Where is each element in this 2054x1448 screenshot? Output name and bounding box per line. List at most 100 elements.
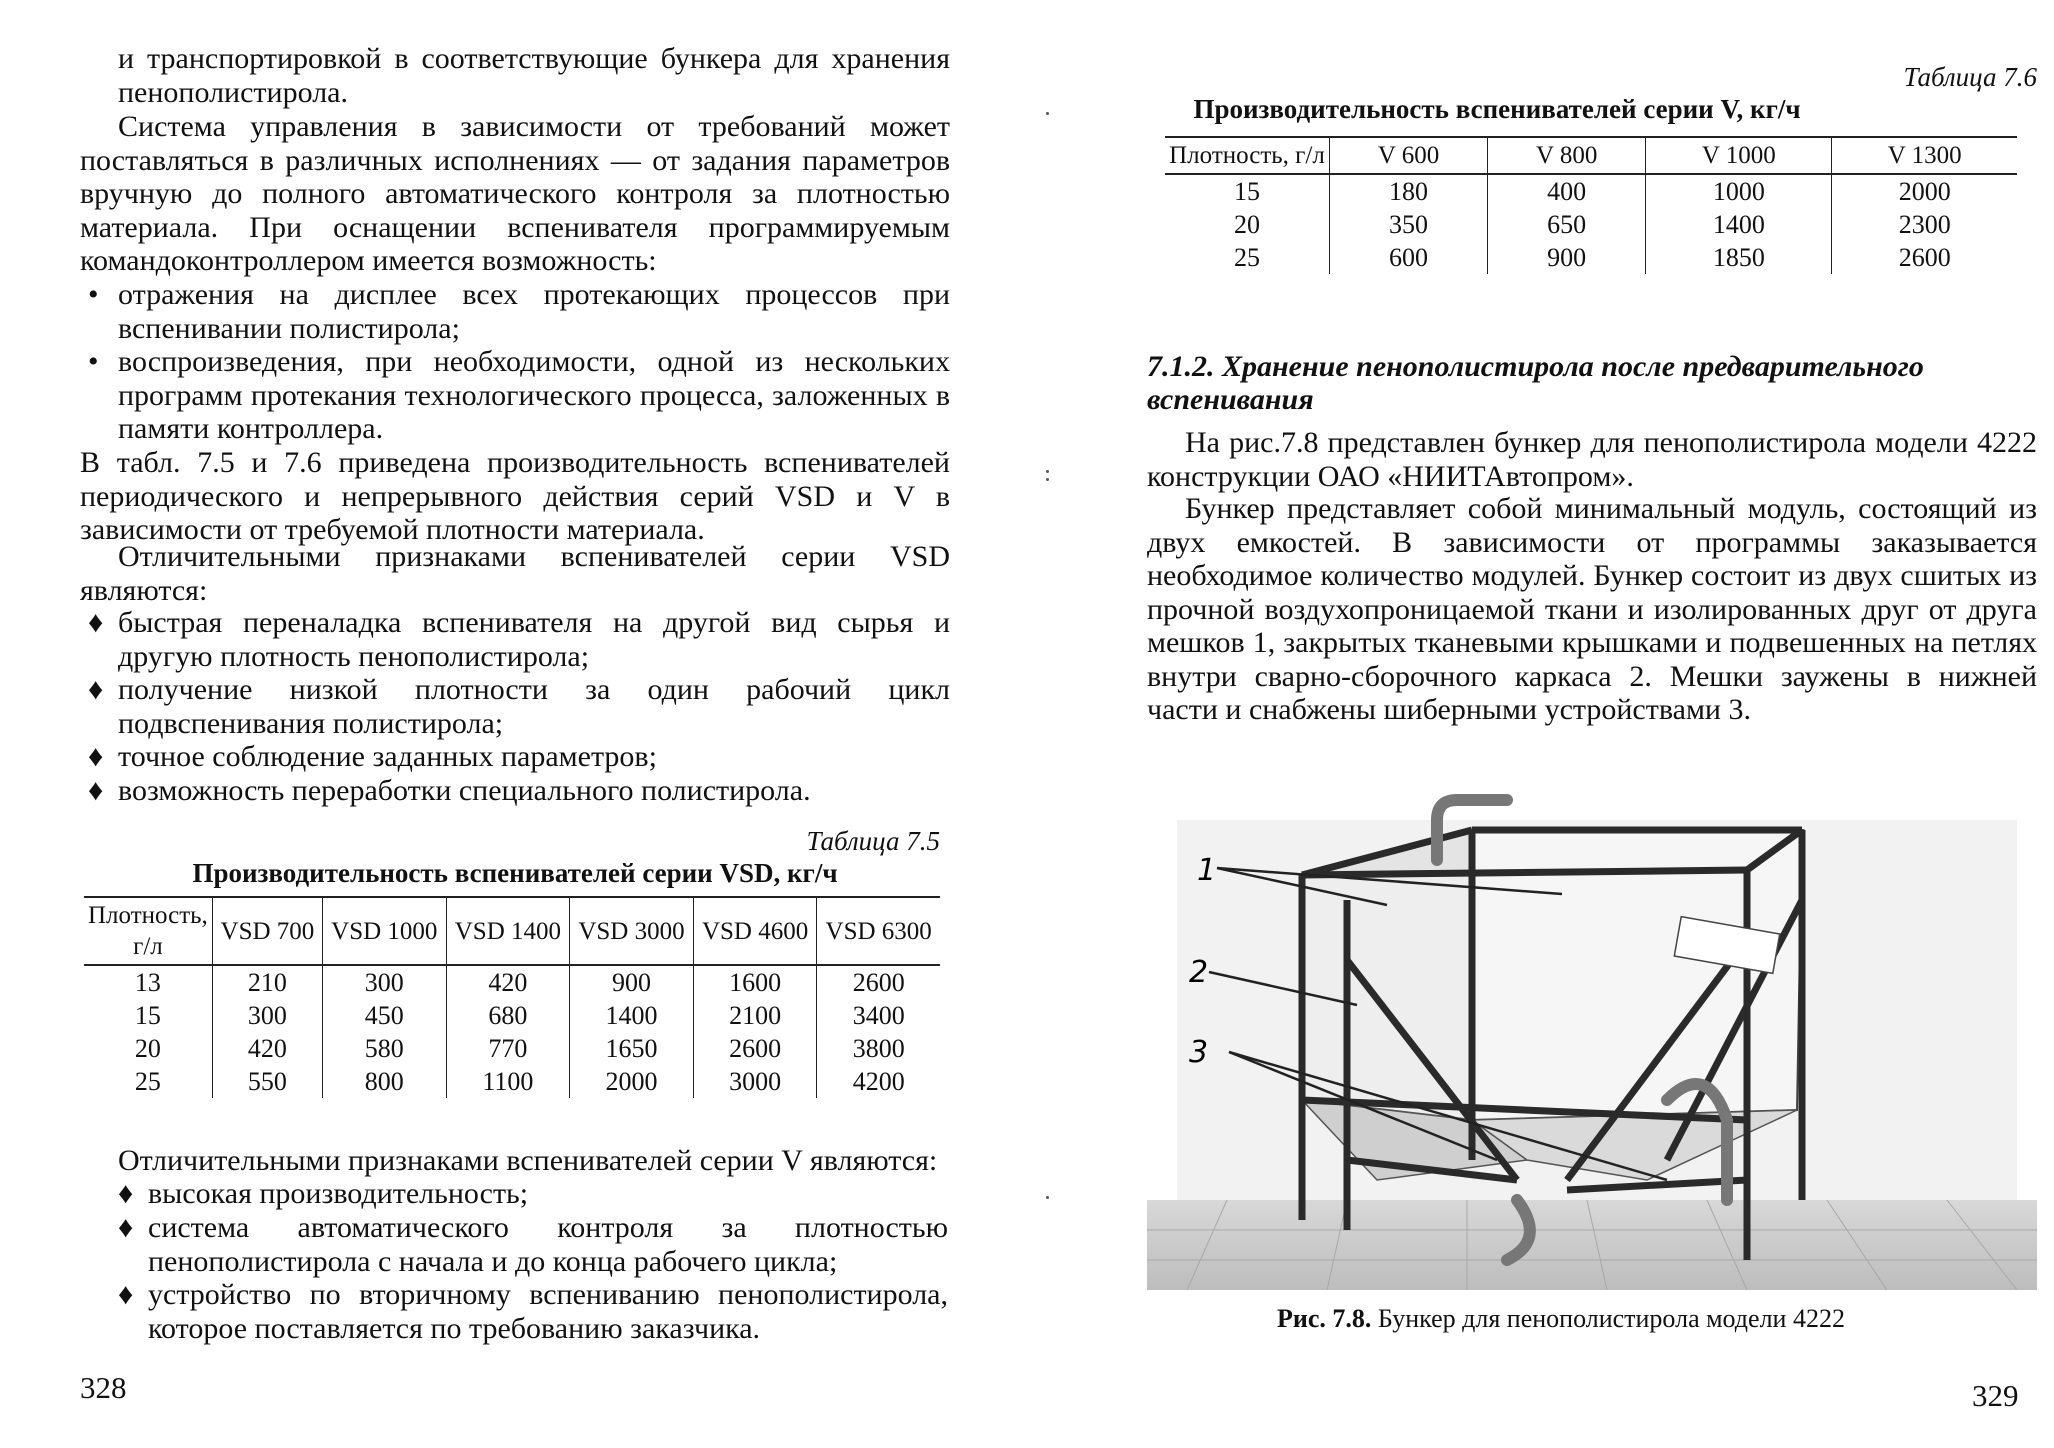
table-cell: 1650 <box>569 1032 694 1065</box>
scan-speck <box>1046 112 1049 115</box>
table-cell: 300 <box>322 965 447 999</box>
bullet-item: • отражения на дисплее всех протекающих … <box>88 278 950 345</box>
table-header: VSD 1400 <box>445 896 570 966</box>
table-label: Таблица 7.6 <box>1903 62 2037 92</box>
table-cell: 1000 <box>1645 174 1832 208</box>
table-cell: 3800 <box>816 1032 940 1065</box>
table-cell: 1400 <box>1645 208 1832 241</box>
bullet-text: устройство по вторичному вспениванию пен… <box>148 1278 948 1345</box>
table-cell: 20 <box>1234 210 1260 239</box>
table-cell: 420 <box>211 1032 323 1065</box>
table-row: 20 420 580 770 1650 2600 3800 <box>84 1032 940 1065</box>
paragraph-v-features: Отличительными признаками вспенивателей … <box>118 1144 938 1177</box>
table-cell: 680 <box>445 999 570 1032</box>
table-cell: 770 <box>445 1032 570 1065</box>
table-cell: 2600 <box>692 1032 817 1065</box>
page-number: 328 <box>80 1370 127 1405</box>
table-v: Плотность, г/л V 600 V 800 V 1000 V 1300… <box>1165 136 2017 274</box>
table-header: VSD 6300 <box>816 896 940 966</box>
table-header-density: Плотность, г/л <box>84 896 213 966</box>
bullet-diamond-icon: ♦ <box>88 673 104 706</box>
table-cell: 550 <box>211 1065 323 1098</box>
bullet-text: воспроизведения, при необходимости, одно… <box>118 345 950 445</box>
figure-caption-label: Рис. 7.8. <box>1277 1304 1372 1333</box>
table-label: Таблица 7.5 <box>806 826 940 856</box>
paragraph-continuation: и транспортировкой в соответствующие бун… <box>118 42 950 109</box>
page-number: 329 <box>1972 1378 2019 1413</box>
bullet-text: отражения на дисплее всех протекающих пр… <box>118 278 950 345</box>
table-header: VSD 1000 <box>322 896 447 966</box>
table-header: VSD 700 <box>211 896 323 966</box>
table-cell: 210 <box>211 965 323 999</box>
figure-label-1: 1 <box>1197 853 1216 888</box>
left-page: и транспортировкой в соответствующие бун… <box>80 42 950 1405</box>
paragraph-control-system: Система управления в зависимости от треб… <box>80 110 950 277</box>
bullet-item: ♦ устройство по вторичному вспениванию п… <box>118 1278 948 1345</box>
table-header: V 1000 <box>1645 136 1832 175</box>
table-cell: 180 <box>1328 174 1488 208</box>
bullet-dot-icon: • <box>88 278 99 311</box>
table-row: 25 600 900 1850 2600 <box>1165 241 2017 274</box>
table-cell: 1850 <box>1645 241 1832 274</box>
bullet-text: точное соблюдение заданных параметров; <box>118 740 657 773</box>
bullet-item: ♦ быстрая переналадка вспенивателя на др… <box>88 606 950 673</box>
right-page: Таблица 7.6 Производительность вспениват… <box>1027 0 2054 1448</box>
paragraph-figure-intro: На рис.7.8 представлен бункер для пенопо… <box>1147 426 2037 493</box>
paragraph-tables-intro: В табл. 7.5 и 7.6 приведена производител… <box>80 446 950 546</box>
table-header: V 1300 <box>1831 136 2017 175</box>
table-header: V 600 <box>1328 136 1488 175</box>
table-header: VSD 4600 <box>692 896 817 966</box>
bullet-text: быстрая переналадка вспенивателя на друг… <box>118 606 950 673</box>
bullet-diamond-icon: ♦ <box>88 774 104 807</box>
table-cell: 2600 <box>816 965 940 999</box>
table-title: Производительность вспенивателей серии V… <box>192 858 838 888</box>
table-row: 13 210 300 420 900 1600 2600 <box>84 965 940 999</box>
paragraph-vsd-features: Отличительными признаками вспенивателей … <box>80 540 950 607</box>
table-cell: 300 <box>211 999 323 1032</box>
table-cell: 2600 <box>1831 241 2017 274</box>
bullet-diamond-icon: ♦ <box>88 606 104 639</box>
figure-caption-text: Бункер для пенополистирола модели 4222 <box>1377 1304 1845 1333</box>
table-cell: 900 <box>569 965 694 999</box>
table-cell: 2100 <box>692 999 817 1032</box>
table-header-density: Плотность, г/л <box>1165 136 1330 175</box>
table-cell: 13 <box>134 968 161 997</box>
table-cell: 1100 <box>445 1065 570 1098</box>
figure-caption: Рис. 7.8. Бункер для пенополистирола мод… <box>1277 1304 1977 1334</box>
table-cell: 3000 <box>692 1065 817 1098</box>
table-row: 20 350 650 1400 2300 <box>1165 208 2017 241</box>
table-cell: 350 <box>1328 208 1488 241</box>
figure-label-2: 2 <box>1189 955 1208 990</box>
table-header: V 800 <box>1487 136 1646 175</box>
scan-speck <box>1046 470 1049 473</box>
paragraph-bunker-description: Бункер представляет собой минимальный мо… <box>1147 492 2037 726</box>
table-header: VSD 3000 <box>569 896 694 966</box>
bullet-item: ♦ точное соблюдение заданных параметров; <box>88 740 950 774</box>
section-heading: 7.1.2. Хранение пенополистирола после пр… <box>1147 350 1924 416</box>
table-row: 15 180 400 1000 2000 <box>1165 174 2017 208</box>
scan-speck <box>1046 1196 1049 1199</box>
table-cell: 1600 <box>692 965 817 999</box>
table-row: 25 550 800 1100 2000 3000 4200 <box>84 1065 940 1098</box>
table-cell: 2000 <box>569 1065 694 1098</box>
table-cell: 15 <box>134 1001 161 1030</box>
bullet-text: возможность переработки специального пол… <box>118 774 811 807</box>
bullet-dot-icon: • <box>88 345 99 378</box>
table-cell: 650 <box>1487 208 1646 241</box>
scan-speck <box>1046 478 1049 481</box>
bullet-item: • воспроизведения, при необходимости, од… <box>88 345 950 446</box>
bullet-item: ♦ система автоматического контроля за пл… <box>118 1211 948 1278</box>
bunker-figure: 1 2 3 <box>1147 794 2037 1290</box>
bullet-text: получение низкой плотности за один рабоч… <box>118 673 950 740</box>
bullet-item: ♦ возможность переработки специального п… <box>88 774 950 808</box>
table-cell: 25 <box>134 1067 161 1096</box>
table-cell: 20 <box>134 1034 161 1063</box>
table-cell: 2300 <box>1831 208 2017 241</box>
table-cell: 900 <box>1487 241 1646 274</box>
bullet-diamond-icon: ♦ <box>88 740 104 773</box>
bullet-item: ♦ получение низкой плотности за один раб… <box>88 673 950 740</box>
table-row: 15 300 450 680 1400 2100 3400 <box>84 999 940 1032</box>
bullet-diamond-icon: ♦ <box>118 1278 134 1311</box>
table-cell: 600 <box>1328 241 1488 274</box>
table-cell: 25 <box>1234 243 1260 272</box>
